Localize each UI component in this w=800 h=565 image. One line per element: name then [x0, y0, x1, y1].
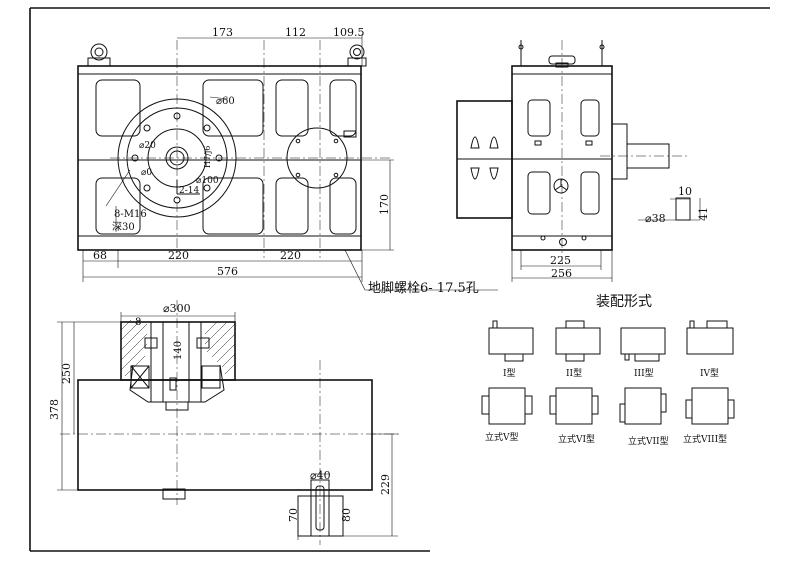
dim-220-right: 220 — [280, 249, 301, 262]
label-phi100: ⌀100 — [196, 176, 219, 186]
foot-bolt-note: 地脚螺栓6- 17.5孔 — [368, 280, 479, 296]
dim-140: 140 — [173, 341, 184, 360]
top-view: 173 112 109.5 68 220 220 576 170 ⌀60 ⌀20… — [77, 26, 498, 296]
label-fit: H7/j6 — [203, 146, 212, 168]
label-8-m16: 8-M16 — [114, 209, 147, 220]
dim-phi38: ⌀38 — [645, 212, 666, 225]
label-bolt-2-14: 2-14 — [179, 186, 199, 196]
label-phi0: ⌀0 — [141, 168, 152, 178]
type-label-1: I型 — [503, 368, 516, 379]
type-label-4: IV型 — [700, 368, 719, 379]
dim-41: 41 — [697, 207, 710, 221]
type-label-5: 立式V型 — [485, 431, 519, 443]
housing-windows — [95, 79, 357, 235]
assembly-type-4: IV型 — [686, 320, 734, 379]
dim-229: 229 — [379, 474, 392, 495]
assembly-type-2: II型 — [555, 320, 601, 379]
side-view-posts — [518, 40, 605, 68]
front-view-dim-lines — [57, 312, 398, 540]
side-view: 225 256 10 41 ⌀38 — [456, 40, 710, 282]
dim-phi300: ⌀300 — [163, 302, 191, 315]
center-plug — [176, 180, 200, 195]
dim-109-5: 109.5 — [333, 26, 365, 39]
input-shaft — [297, 479, 344, 537]
dim-112: 112 — [285, 26, 306, 39]
side-view-dims — [511, 197, 701, 282]
type-label-6: 立式VI型 — [558, 433, 595, 445]
label-phi20: ⌀20 — [139, 141, 156, 151]
type-label-3: III型 — [634, 368, 654, 379]
dim-378: 378 — [48, 399, 61, 420]
lifting-eye-left — [87, 43, 111, 67]
dim-8: 8 — [135, 317, 141, 328]
label-deep30: 深30 — [112, 221, 135, 233]
side-view-inspection-slots — [470, 136, 499, 180]
lifting-eye-right — [347, 44, 367, 67]
type-label-7: 立式VII型 — [628, 435, 669, 447]
top-view-centerlines — [110, 40, 390, 258]
dim-225: 225 — [550, 254, 571, 267]
dim-250: 250 — [60, 363, 73, 384]
assembly-type-1: I型 — [488, 320, 534, 379]
dim-576: 576 — [217, 265, 238, 278]
top-dimension-lines — [82, 34, 498, 291]
front-view-centerlines — [60, 300, 400, 545]
assembly-type-8: 立式VIII型 — [683, 387, 735, 445]
type-label-2: II型 — [566, 368, 582, 379]
dim-220-left: 220 — [168, 249, 189, 262]
assembly-type-3: III型 — [620, 327, 666, 379]
type-label-8: 立式VIII型 — [683, 433, 727, 445]
side-view-details — [534, 140, 593, 246]
dim-170: 170 — [378, 194, 391, 215]
assembly-type-7: 立式VII型 — [619, 387, 669, 447]
dim-10: 10 — [678, 185, 692, 198]
dim-70: 70 — [287, 508, 300, 522]
side-view-windows — [527, 99, 600, 215]
dim-80: 80 — [340, 508, 353, 522]
assembly-title: 装配形式 — [596, 294, 652, 310]
label-phi60: ⌀60 — [216, 96, 235, 107]
assembly-types: 装配形式 I型 II型 III型 IV型 — [481, 294, 735, 447]
drawing-frame — [29, 7, 770, 552]
dim-256: 256 — [551, 267, 572, 280]
assembly-type-5: 立式V型 — [481, 387, 533, 443]
section-hatching — [120, 319, 236, 377]
assembly-type-6: 立式VI型 — [549, 387, 599, 445]
dim-173: 173 — [212, 26, 233, 39]
front-view: ⌀300 8 140 250 378 229 ⌀40 70 80 — [48, 300, 400, 545]
dim-phi40: ⌀40 — [310, 469, 331, 482]
dim-68: 68 — [93, 249, 107, 262]
